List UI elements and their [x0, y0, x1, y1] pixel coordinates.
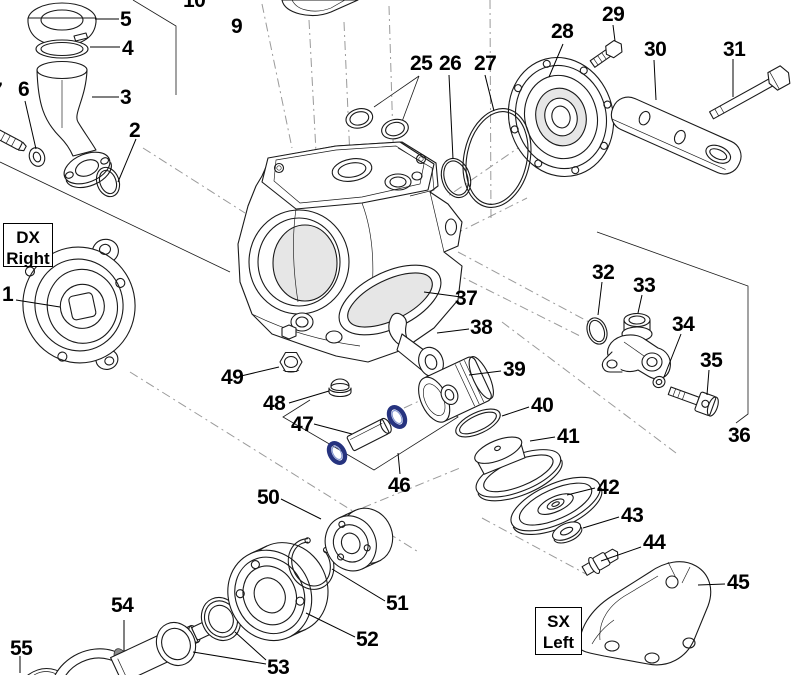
washer-part-34	[652, 375, 666, 389]
part-label-34: 34	[672, 313, 695, 336]
part-label-7: 7	[0, 80, 3, 101]
bolt-part-44	[581, 548, 619, 576]
bearing-cover-part-28	[507, 56, 615, 178]
part-label-52: 52	[356, 628, 379, 651]
rocker-part-38	[388, 312, 444, 378]
oring-part-40	[455, 408, 501, 438]
part-label-45: 45	[727, 571, 750, 594]
part-label-27: 27	[474, 52, 497, 75]
bolt-part-35	[667, 386, 719, 417]
part-label-41: 41	[557, 425, 580, 448]
part-label-50: 50	[257, 486, 280, 509]
part-label-46: 46	[388, 474, 411, 497]
part-label-5: 5	[120, 8, 132, 31]
cover-part-10	[281, 0, 359, 17]
part-label-9: 9	[231, 15, 243, 38]
part-label-51: 51	[386, 592, 409, 615]
sx-label-line1: SX	[547, 612, 570, 631]
part-label-10: 10	[183, 0, 206, 12]
part-label-1: 1	[2, 283, 14, 306]
fitting-part-33	[601, 312, 671, 380]
bolt-part-31	[709, 65, 791, 120]
oring-part-27	[462, 108, 532, 208]
part-label-33: 33	[633, 274, 656, 297]
part-label-38: 38	[470, 316, 493, 339]
part-label-2: 2	[129, 119, 141, 142]
oring-part-2	[95, 166, 121, 198]
part-label-3: 3	[120, 86, 132, 109]
pump-body	[237, 141, 463, 363]
part-label-44: 44	[643, 531, 666, 554]
highlight-ring-right	[386, 405, 408, 429]
leader-lines	[15, 18, 734, 673]
bearing-part-50	[324, 507, 394, 572]
part-label-40: 40	[531, 394, 554, 417]
part-label-47: 47	[291, 413, 314, 436]
highlight-ring-left	[326, 441, 348, 465]
nut-part-49	[279, 351, 303, 373]
pin-part-47	[346, 417, 392, 452]
part-label-49: 49	[221, 366, 244, 389]
bolt-part-7	[0, 121, 27, 152]
part-label-39: 39	[503, 358, 526, 381]
sx-left-box: SX Left	[535, 607, 582, 655]
dx-right-box: DX Right	[3, 223, 53, 269]
piston-guide-part-41	[474, 436, 563, 502]
filter-flange	[63, 151, 112, 189]
filter-ring-part-4	[35, 39, 89, 59]
sx-label-line2: Left	[542, 633, 575, 653]
filter-cup-part-3	[36, 60, 112, 189]
part-label-31: 31	[723, 38, 746, 61]
group-36-frame	[596, 231, 749, 424]
part-label-30: 30	[644, 38, 667, 61]
manifold-part-45	[579, 561, 712, 666]
dx-label-line1: DX	[16, 228, 40, 247]
piston-part-39	[418, 356, 494, 423]
dx-cover-part-1	[22, 238, 136, 370]
part-label-26: 26	[439, 52, 462, 75]
washer-part-6	[28, 147, 46, 167]
dx-label-line2: Right	[6, 249, 50, 269]
part-label-43: 43	[621, 504, 644, 527]
part-label-32: 32	[592, 261, 615, 284]
bolt-part-29	[589, 39, 623, 68]
bracket-part-30	[610, 96, 742, 175]
part-label-36: 36	[728, 424, 751, 447]
orings-part-25	[345, 108, 409, 140]
part-label-25: 25	[410, 52, 433, 75]
part-label-6: 6	[18, 78, 30, 101]
plug-part-48	[328, 378, 352, 398]
diaphragm-part-42	[510, 476, 603, 535]
oring-part-26	[440, 157, 472, 199]
part-label-37: 37	[455, 287, 478, 310]
washer-part-43	[552, 521, 583, 544]
part-label-4: 4	[122, 37, 134, 60]
part-label-29: 29	[602, 3, 625, 26]
part-label-53: 53	[267, 656, 290, 675]
part-label-48: 48	[263, 392, 286, 415]
seal-ring-b-part-53	[155, 621, 197, 667]
part-label-42: 42	[597, 476, 620, 499]
oring-part-32	[586, 317, 608, 345]
part-label-55: 55	[10, 637, 33, 660]
sight-oval-part-37	[338, 264, 442, 336]
part-label-28: 28	[551, 20, 574, 43]
part-label-54: 54	[111, 594, 134, 617]
part-label-35: 35	[700, 349, 723, 372]
